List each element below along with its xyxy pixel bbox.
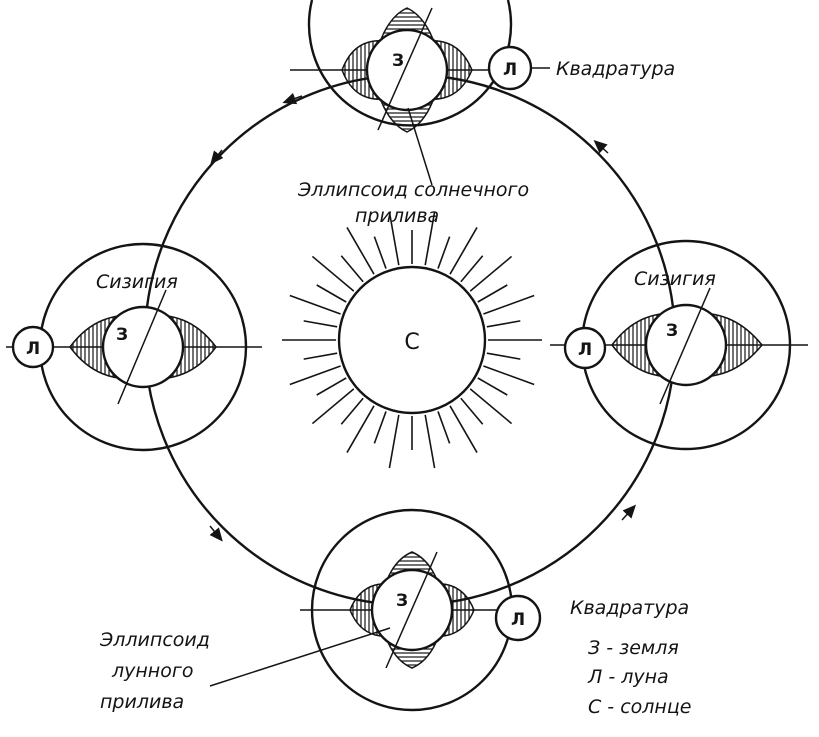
orbit-arrow-w [210, 149, 224, 165]
orbit-arrows [209, 92, 637, 542]
sun-ray [460, 255, 484, 283]
sun-ray [289, 294, 341, 315]
orbit-arrow-ne [593, 139, 609, 154]
moon-bottom [494, 594, 542, 642]
sun-ray [346, 405, 375, 453]
earth-bottom: З Л Квадратура [300, 508, 689, 712]
earth-left-rotation-axis [117, 289, 167, 405]
earth-left-globe [101, 305, 185, 389]
lunar-tide-leader [209, 627, 391, 687]
orbit-arrow-sw [209, 525, 223, 542]
sun-ray [449, 405, 478, 453]
syzygy-left-label: Сизигия [96, 271, 178, 293]
moon-left [11, 325, 55, 369]
earth-top: З Л Квадратура [290, 0, 675, 133]
earth-top-globe [365, 28, 449, 112]
moon-bottom-label: Л [511, 610, 525, 630]
orbit-arrow-se [621, 504, 637, 521]
sun-ray [460, 397, 484, 425]
sun-ray [373, 236, 387, 269]
earth-right-rotation-axis [659, 287, 711, 405]
sun: С [282, 211, 542, 469]
sun-ray [483, 365, 535, 386]
lunar-tide-annotation: Эллипсоид лунного прилива [99, 627, 391, 713]
sun-ray [483, 294, 535, 315]
solar-tide-label-line2: прилива [355, 205, 439, 227]
earth-bottom-label: З [396, 591, 408, 611]
solar-tide-annotation: Эллипсоид солнечного прилива [297, 107, 529, 227]
moon-left-label: Л [26, 339, 40, 359]
sun-ray [311, 388, 355, 425]
earth-right: З Л Сизигия [550, 239, 808, 451]
sun-ray [316, 284, 347, 303]
lunar-tide-label-line3: прилива [100, 691, 184, 713]
sun-ray [477, 377, 508, 396]
earth-left-label: З [116, 325, 128, 345]
moon-top-label: Л [503, 60, 517, 80]
lunar-tide-label-line1: Эллипсоид [99, 629, 210, 651]
sun-rays [282, 211, 542, 469]
legend: З - земля Л - луна С - солнце [587, 637, 691, 718]
sun-ray [486, 320, 521, 328]
earth-top-label: З [392, 51, 404, 71]
sun-ray [424, 211, 436, 266]
earth-left: З Л Сизигия [6, 242, 262, 452]
lunar-tide-label-line2: лунного [111, 660, 193, 682]
sun-ray [289, 365, 341, 386]
solar-tide-leader [407, 107, 433, 186]
sun-ray [469, 388, 513, 425]
earth-bottom-rotation-axis [385, 551, 438, 669]
legend-earth: З - земля [588, 637, 679, 659]
earth-top-rotation-axis [377, 7, 433, 131]
sun-ray [303, 320, 338, 328]
moon-right-label: Л [578, 340, 592, 360]
syzygy-right-label: Сизигия [634, 268, 716, 290]
sun-ray [311, 255, 355, 292]
sun-ray [373, 411, 387, 444]
sun-ray [437, 236, 451, 269]
sun-ray [340, 397, 364, 425]
legend-moon: Л - луна [587, 666, 669, 688]
sun-ray [340, 255, 364, 283]
moon-right [563, 326, 607, 370]
sun-label: С [404, 330, 419, 355]
sun-ray [303, 352, 338, 360]
sun-ray [437, 411, 451, 444]
sun-ray [346, 227, 375, 275]
solar-tide-label-line1: Эллипсоид солнечного [297, 179, 529, 201]
sun-ray [388, 414, 400, 469]
earth-right-label: З [666, 321, 678, 341]
quadrature-top-label: Квадратура [556, 58, 675, 80]
sun-ray [469, 255, 513, 292]
sun-disk [337, 265, 487, 415]
sun-ray [477, 284, 508, 303]
sun-ray [388, 211, 400, 266]
orbit-arrow-nw [282, 92, 303, 105]
sun-ray [486, 352, 521, 360]
sun-ray [316, 377, 347, 396]
sun-ray [449, 227, 478, 275]
quadrature-bottom-label: Квадратура [570, 597, 689, 619]
legend-sun: С - солнце [588, 696, 691, 718]
sun-ray [424, 414, 436, 469]
